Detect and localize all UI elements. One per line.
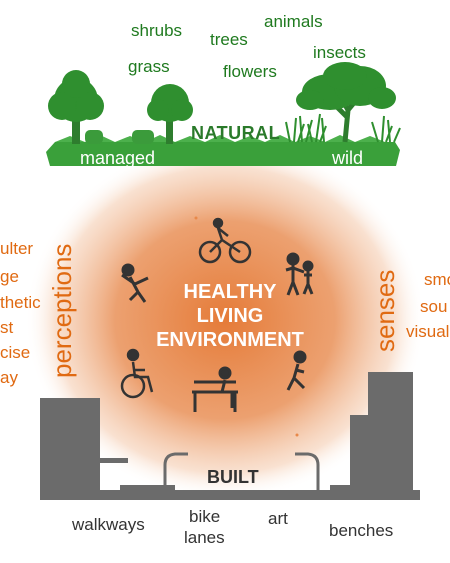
label-art: art: [268, 509, 288, 528]
managed-shrub-left: [85, 130, 103, 144]
perceptions-item-3: thetic: [0, 293, 41, 312]
label-grass: grass: [128, 57, 170, 76]
senses-item-1: smo: [424, 270, 450, 289]
wild-tree: [296, 62, 396, 143]
senses-title: senses: [370, 269, 400, 352]
center-line-1: HEALTHY: [183, 281, 277, 303]
perceptions-title: perceptions: [47, 243, 77, 378]
managed-tree-middle: [147, 84, 193, 144]
label-animals: animals: [264, 12, 323, 31]
label-shrubs: shrubs: [131, 21, 183, 40]
label-insects: insects: [313, 43, 366, 62]
person-on-bench-icon: [192, 366, 238, 412]
center-line-3: ENVIRONMENT: [156, 329, 304, 351]
label-bike: bike: [189, 507, 221, 526]
natural-title: NATURAL: [191, 123, 281, 143]
senses-item-3: visual: [406, 322, 450, 341]
label-wild: wild: [332, 148, 364, 168]
center-line-2: LIVING: [196, 305, 264, 327]
label-managed: managed: [80, 148, 156, 168]
perceptions-item-5: cise: [0, 343, 31, 362]
managed-shrub-middle: [132, 130, 154, 144]
senses-item-2: sou: [420, 297, 448, 316]
label-trees: trees: [210, 30, 248, 49]
street-lamp-left: [163, 452, 188, 490]
perceptions-item-1: ulter: [0, 239, 34, 258]
label-walkways: walkways: [72, 515, 145, 534]
perceptions-item-4: st: [0, 318, 14, 337]
perceptions-item-6: ay: [0, 368, 18, 387]
perceptions-item-2: ge: [0, 267, 19, 286]
healthy-environment-glow: [25, 140, 425, 500]
label-lanes: lanes: [184, 528, 225, 547]
adult-child-walking-icon: [285, 252, 314, 296]
managed-tree-left: [48, 70, 104, 144]
built-title: BUILT: [207, 467, 259, 487]
cyclist-icon: [198, 217, 252, 264]
label-flowers: flowers: [223, 62, 277, 81]
label-benches: benches: [329, 521, 394, 540]
built-silhouette: [40, 372, 420, 500]
healthy-living-environment-title: HEALTHY LIVING ENVIRONMENT: [120, 280, 340, 352]
wheelchair-user-icon: [120, 348, 154, 399]
street-lamp-right: [295, 452, 320, 490]
glow-star-accents: [194, 216, 299, 437]
wild-grass-tufts: [285, 113, 401, 143]
runner-icon: [286, 350, 307, 391]
jumping-child-icon: [121, 263, 149, 303]
